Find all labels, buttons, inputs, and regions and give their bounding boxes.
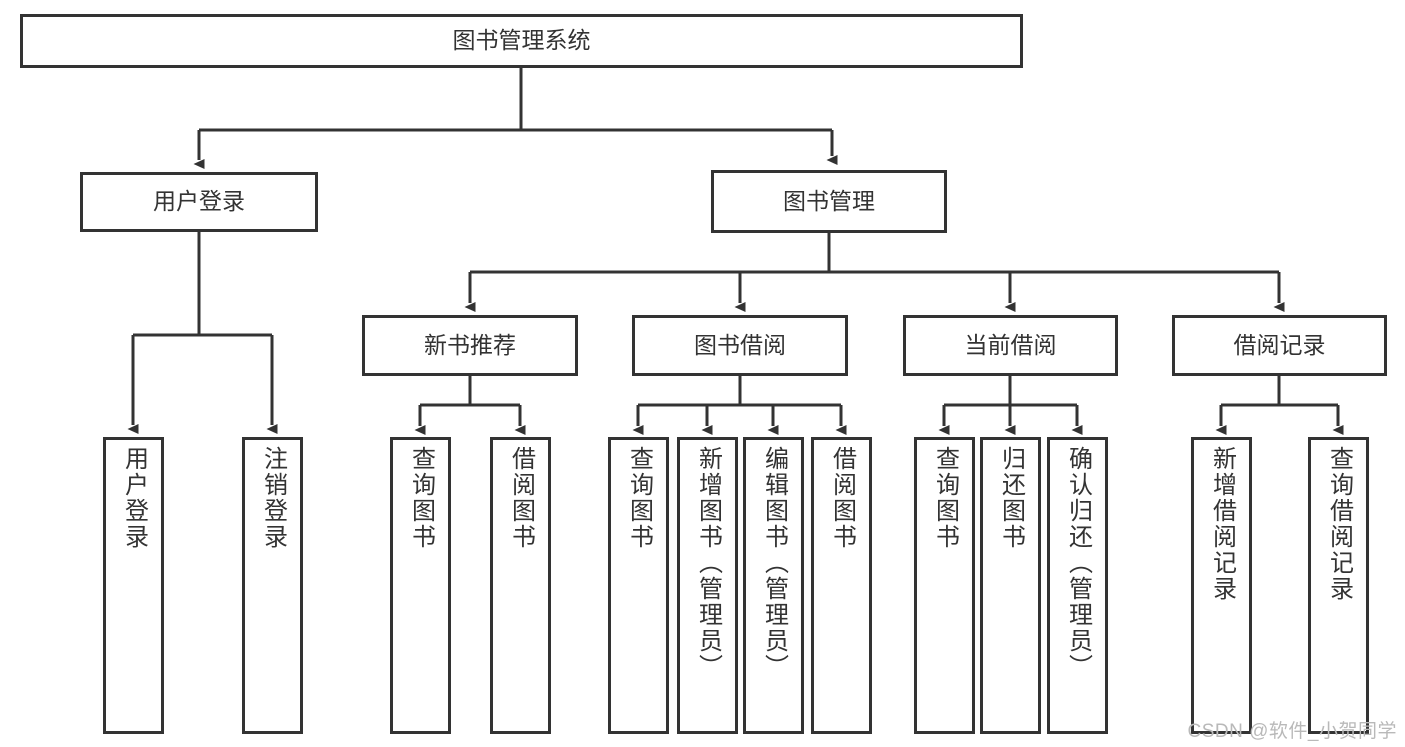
node-new-book-recommend-label: 新书推荐 (424, 331, 516, 358)
node-borrow-record[interactable]: 借阅记录 (1172, 315, 1387, 376)
node-leaf-add-borrow-record[interactable]: 新增借阅记录 (1191, 437, 1252, 734)
node-leaf-return-book[interactable]: 归还图书 (980, 437, 1041, 734)
node-leaf-add-borrow-record-label: 新增借阅记录 (1208, 446, 1236, 602)
node-leaf-user-login[interactable]: 用户登录 (103, 437, 164, 734)
node-leaf-query-book-2-label: 查询图书 (625, 446, 653, 550)
node-leaf-user-logout-label: 注销登录 (259, 446, 287, 550)
node-leaf-borrow-book-1-label: 借阅图书 (507, 446, 535, 550)
node-book-manage-label: 图书管理 (783, 187, 875, 214)
node-root-system[interactable]: 图书管理系统 (20, 14, 1023, 68)
node-leaf-user-logout[interactable]: 注销登录 (242, 437, 303, 734)
node-borrow-record-label: 借阅记录 (1233, 331, 1326, 358)
node-user-login-label: 用户登录 (153, 188, 245, 215)
node-current-borrow-label: 当前借阅 (964, 331, 1057, 358)
node-leaf-query-book-3-label: 查询图书 (931, 446, 959, 550)
node-leaf-query-book-1[interactable]: 查询图书 (390, 437, 451, 734)
node-leaf-confirm-return-admin[interactable]: 确认归还（管理员） (1047, 437, 1108, 734)
node-leaf-query-book-1-label: 查询图书 (407, 446, 435, 550)
node-book-borrow[interactable]: 图书借阅 (632, 315, 848, 376)
node-leaf-query-borrow-record-label: 查询借阅记录 (1325, 446, 1353, 602)
node-leaf-add-book-admin[interactable]: 新增图书（管理员） (677, 437, 738, 734)
node-leaf-query-book-3[interactable]: 查询图书 (914, 437, 975, 734)
node-user-login[interactable]: 用户登录 (80, 172, 318, 232)
node-leaf-edit-book-admin[interactable]: 编辑图书（管理员） (743, 437, 804, 734)
node-root-system-label: 图书管理系统 (452, 27, 591, 54)
node-leaf-borrow-book-2-label: 借阅图书 (828, 446, 856, 550)
node-leaf-query-borrow-record[interactable]: 查询借阅记录 (1308, 437, 1369, 734)
node-leaf-query-book-2[interactable]: 查询图书 (608, 437, 669, 734)
node-leaf-return-book-label: 归还图书 (997, 446, 1025, 550)
node-book-borrow-label: 图书借阅 (694, 331, 786, 358)
node-leaf-user-login-label: 用户登录 (120, 446, 148, 550)
node-leaf-edit-book-admin-label: 编辑图书（管理员） (760, 446, 788, 680)
node-leaf-confirm-return-admin-label: 确认归还（管理员） (1064, 446, 1092, 680)
node-book-manage[interactable]: 图书管理 (711, 170, 947, 233)
node-current-borrow[interactable]: 当前借阅 (903, 315, 1118, 376)
node-leaf-add-book-admin-label: 新增图书（管理员） (694, 446, 722, 680)
node-new-book-recommend[interactable]: 新书推荐 (362, 315, 578, 376)
node-leaf-borrow-book-2[interactable]: 借阅图书 (811, 437, 872, 734)
csdn-watermark: CSDN @软件_小贺同学 (1187, 721, 1397, 742)
node-leaf-borrow-book-1[interactable]: 借阅图书 (490, 437, 551, 734)
